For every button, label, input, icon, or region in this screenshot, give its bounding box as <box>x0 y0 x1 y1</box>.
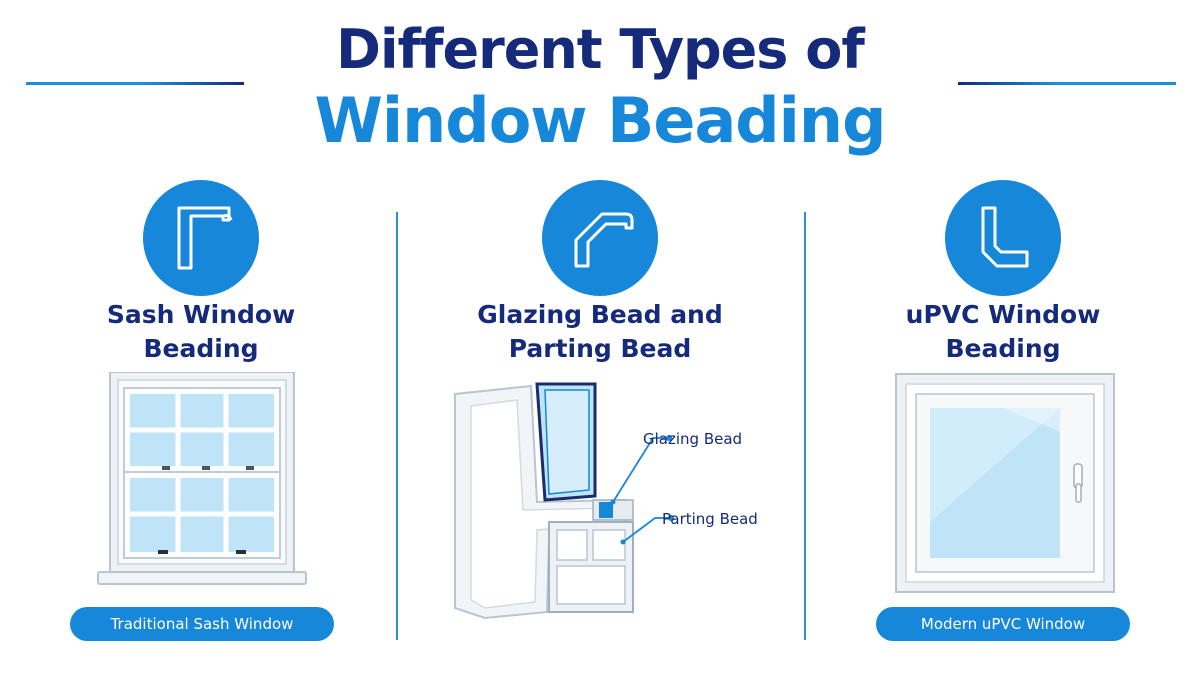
sash-window-title-line2: Beading <box>143 334 259 363</box>
sash-bead-profile-icon <box>143 180 259 296</box>
upvc-bead-profile-icon <box>945 180 1061 296</box>
upvc-window-title-line1: uPVC Window <box>905 300 1101 329</box>
glazing-parting-title: Glazing Bead and Parting Bead <box>405 298 795 366</box>
glazing-bead-callout: Glazing Bead <box>643 430 743 448</box>
page-title-line2: Window Beading <box>314 84 887 157</box>
sash-window-caption: Traditional Sash Window <box>70 607 334 641</box>
glazing-parting-title-line1: Glazing Bead and <box>477 300 723 329</box>
column-divider-left <box>396 212 398 640</box>
sash-window-illustration <box>97 372 307 585</box>
title-rule-right <box>958 82 1176 85</box>
column-divider-right <box>804 212 806 640</box>
upvc-window-title: uPVC Window Beading <box>808 298 1198 366</box>
glazing-bead-profile-icon <box>542 180 658 296</box>
sash-window-title-line1: Sash Window <box>106 300 296 329</box>
upvc-window-title-line2: Beading <box>945 334 1061 363</box>
frame-cross-section-illustration <box>454 382 674 620</box>
sash-window-title: Sash Window Beading <box>6 298 396 366</box>
glazing-parting-title-line2: Parting Bead <box>508 334 692 363</box>
parting-bead-callout: Parting Bead <box>662 510 758 528</box>
title-rule-left <box>26 82 244 85</box>
page-title-line1: Different Types of <box>336 18 865 81</box>
upvc-window-illustration <box>895 373 1115 593</box>
upvc-window-caption: Modern uPVC Window <box>876 607 1130 641</box>
